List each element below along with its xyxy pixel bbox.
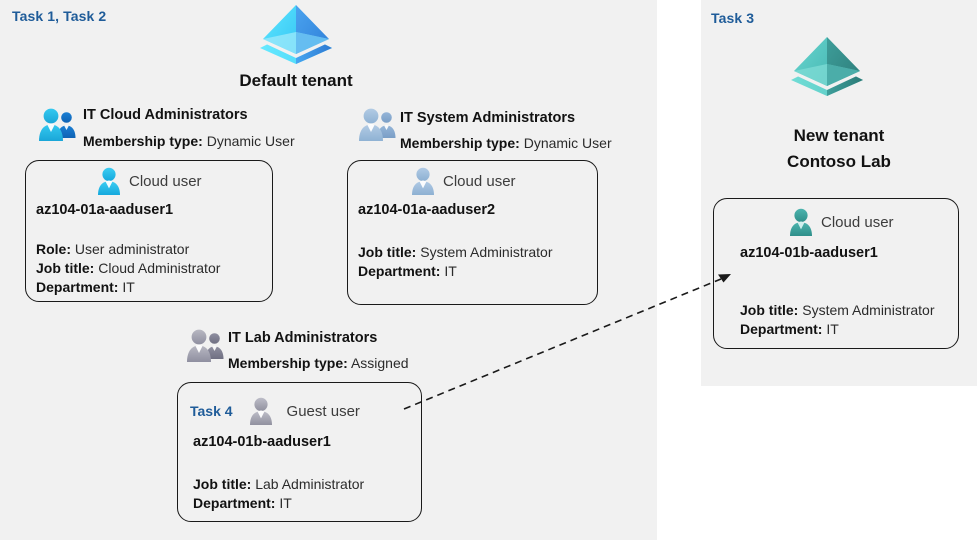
group-membership-it-lab-administrators: Membership type: Assigned bbox=[228, 355, 409, 371]
cloud-user-icon bbox=[787, 207, 815, 237]
user-4-attr-department: Department: IT bbox=[740, 320, 839, 339]
attr-key: Department: bbox=[740, 321, 823, 337]
user-type-label: Guest user bbox=[286, 402, 360, 420]
group-users-icon-system-admins bbox=[357, 106, 399, 144]
user-name-az104-01b-aaduser1-cloud: az104-01b-aaduser1 bbox=[740, 245, 878, 261]
membership-value: Assigned bbox=[350, 355, 409, 371]
new-tenant-name-line1: New tenant bbox=[793, 126, 885, 145]
attr-key: Job title: bbox=[740, 302, 799, 318]
azure-ad-tenant-icon-default bbox=[256, 2, 336, 64]
attr-value: System Administrator bbox=[802, 302, 935, 318]
user-3-attr-department: Department: IT bbox=[193, 494, 292, 513]
user-3-attr-job-title: Job title: Lab Administrator bbox=[193, 475, 364, 494]
user-name-az104-01b-aaduser1-guest: az104-01b-aaduser1 bbox=[193, 434, 331, 450]
attr-value: IT bbox=[826, 321, 839, 337]
user-type-label: Cloud user bbox=[443, 172, 516, 190]
user-card-4-header: Cloud user bbox=[787, 207, 894, 237]
attr-value: User administrator bbox=[74, 241, 190, 257]
default-tenant-name: Default tenant bbox=[239, 71, 353, 90]
membership-key: Membership type: bbox=[400, 135, 520, 151]
attr-key: Role: bbox=[36, 241, 71, 257]
cloud-user-icon bbox=[409, 166, 437, 196]
attr-value: IT bbox=[122, 279, 135, 295]
attr-value: IT bbox=[444, 263, 457, 279]
user-card-1-header: Cloud user bbox=[95, 166, 202, 196]
user-1-attr-department: Department: IT bbox=[36, 278, 135, 297]
user-card-az104-01b-aaduser1-cloud[interactable] bbox=[713, 198, 959, 349]
user-2-attr-job-title: Job title: System Administrator bbox=[358, 243, 553, 262]
group-title-it-system-administrators: IT System Administrators bbox=[400, 110, 576, 126]
attr-key: Department: bbox=[358, 263, 441, 279]
task-label-3: Task 3 bbox=[711, 10, 755, 26]
user-card-2-header: Cloud user bbox=[409, 166, 516, 196]
attr-value: IT bbox=[279, 495, 292, 511]
attr-key: Job title: bbox=[358, 244, 417, 260]
cloud-user-icon bbox=[95, 166, 123, 196]
attr-value: Lab Administrator bbox=[255, 476, 365, 492]
attr-value: Cloud Administrator bbox=[98, 260, 221, 276]
membership-value: Dynamic User bbox=[523, 135, 612, 151]
group-users-icon-lab-admins bbox=[185, 327, 227, 365]
group-title-it-lab-administrators: IT Lab Administrators bbox=[228, 330, 378, 346]
user-card-az104-01b-aaduser1-guest[interactable] bbox=[177, 382, 422, 522]
task-label-4: Task 4 bbox=[190, 403, 233, 419]
user-1-attr-role: Role: User administrator bbox=[36, 240, 189, 259]
user-name-az104-01a-aaduser2: az104-01a-aaduser2 bbox=[358, 202, 496, 218]
membership-value: Dynamic User bbox=[206, 133, 295, 149]
task-label-1-2: Task 1, Task 2 bbox=[12, 8, 107, 24]
attr-key: Department: bbox=[36, 279, 119, 295]
membership-key: Membership type: bbox=[228, 355, 348, 371]
user-card-3-header: Task 4 Guest user bbox=[190, 396, 360, 426]
group-membership-it-cloud-administrators: Membership type: Dynamic User bbox=[83, 133, 295, 149]
user-card-az104-01a-aaduser1[interactable] bbox=[25, 160, 273, 302]
user-1-attr-job-title: Job title: Cloud Administrator bbox=[36, 259, 220, 278]
azure-ad-tenant-icon-new bbox=[787, 34, 867, 96]
attr-key: Department: bbox=[193, 495, 276, 511]
membership-key: Membership type: bbox=[83, 133, 203, 149]
group-membership-it-system-administrators: Membership type: Dynamic User bbox=[400, 135, 612, 151]
user-name-az104-01a-aaduser1: az104-01a-aaduser1 bbox=[36, 202, 174, 218]
user-type-label: Cloud user bbox=[129, 172, 202, 190]
group-users-icon-cloud-admins bbox=[37, 106, 79, 144]
new-tenant-name-line2: Contoso Lab bbox=[787, 152, 891, 171]
attr-key: Job title: bbox=[36, 260, 95, 276]
attr-key: Job title: bbox=[193, 476, 252, 492]
group-title-it-cloud-administrators: IT Cloud Administrators bbox=[83, 107, 248, 123]
attr-value: System Administrator bbox=[420, 244, 553, 260]
user-4-attr-job-title: Job title: System Administrator bbox=[740, 301, 935, 320]
guest-user-icon bbox=[247, 396, 275, 426]
user-type-label: Cloud user bbox=[821, 213, 894, 231]
user-2-attr-department: Department: IT bbox=[358, 262, 457, 281]
